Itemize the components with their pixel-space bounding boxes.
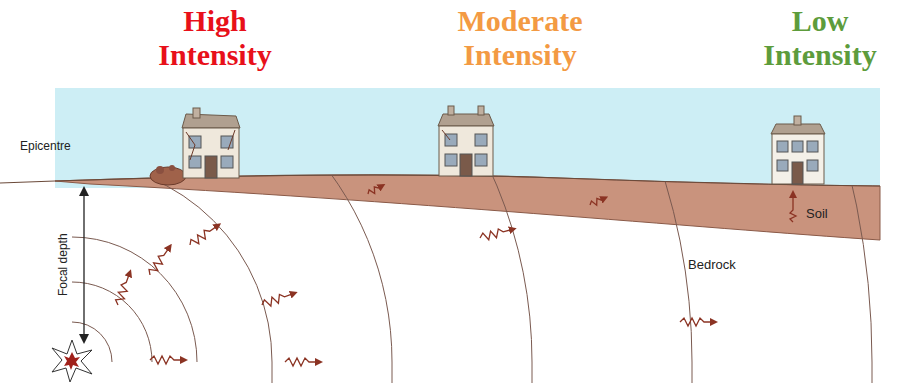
seismic-wave-arrows [114,182,796,366]
focus-star [52,340,92,382]
intensity-heading: High Intensity [125,4,305,71]
wavefronts [72,0,872,383]
moderate-house [438,106,494,176]
damaged-house [150,108,240,185]
soil-label: Soil [806,207,856,222]
epicentre-label: Epicentre [20,140,100,153]
intensity-heading: Moderate Intensity [420,4,620,71]
intensity-heading: Low Intensity [745,4,895,71]
focal-depth-label: Focal depth [57,225,70,305]
bedrock-label: Bedrock [688,258,768,273]
intact-house [771,116,825,184]
ground-surface [0,175,880,186]
focal-depth-arrow [83,188,84,342]
sky-band [55,88,880,188]
soil-layer [55,175,880,240]
